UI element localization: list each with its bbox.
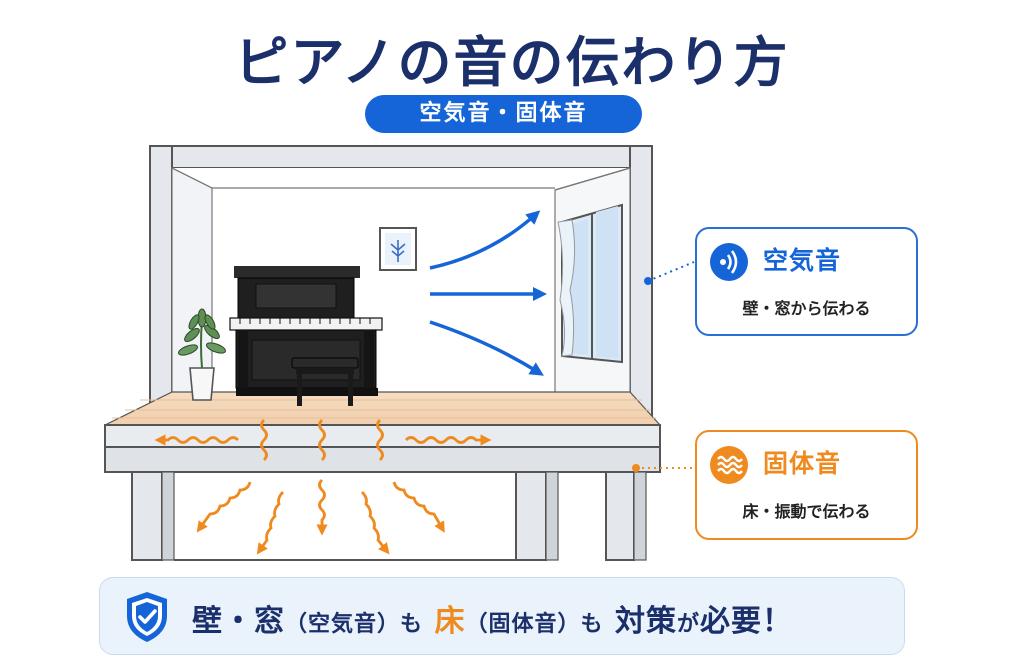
potted-plant [178,308,226,401]
airborne-sound-arrows [429,210,547,376]
callout-connectors [632,261,695,472]
sound-wave-icon [710,243,748,281]
banner-part-mo-2: も [580,612,604,637]
banner-part-floor: 床 [434,604,466,639]
airborne-sound-heading: 空気音 [763,246,842,275]
shield-check-icon [127,592,167,642]
airborne-sound-callout: 空気音 壁・窓から伝わる [695,227,918,336]
page-title: ピアノの音の伝わり方 [234,31,790,94]
banner-part-ga: が [676,612,700,637]
banner-part-wall-window: 壁・窓 [192,604,285,639]
window [557,203,623,364]
banner-part-airborne: （空気音） [285,612,401,637]
structure-borne-sound-description: 床・振動で伝わる [742,502,871,521]
floor [104,391,662,473]
structure-borne-sound-heading: 固体音 [763,449,842,478]
upright-piano [229,266,383,406]
wall-picture [379,227,417,271]
banner-part-countermeasure: 対策 [614,604,677,639]
structure-borne-sound-arrows [154,419,492,555]
banner-part-necessary: 必要！ [699,604,793,639]
subtitle-badge: 空気音・固体音 [365,95,642,133]
airborne-sound-description: 壁・窓から伝わる [742,299,871,318]
vibration-wave-icon [710,446,748,484]
conclusion-banner: 壁・窓（空気音）も 床（固体音）も 対策が必要！ [99,577,905,655]
conclusion-text: 壁・窓（空気音）も 床（固体音）も 対策が必要！ [192,596,793,640]
banner-part-mo-1: も [400,612,424,637]
structure-borne-sound-callout: 固体音 床・振動で伝わる [695,430,918,540]
foundation-piers [131,471,647,561]
banner-part-structure-borne: （固体音） [465,612,581,637]
